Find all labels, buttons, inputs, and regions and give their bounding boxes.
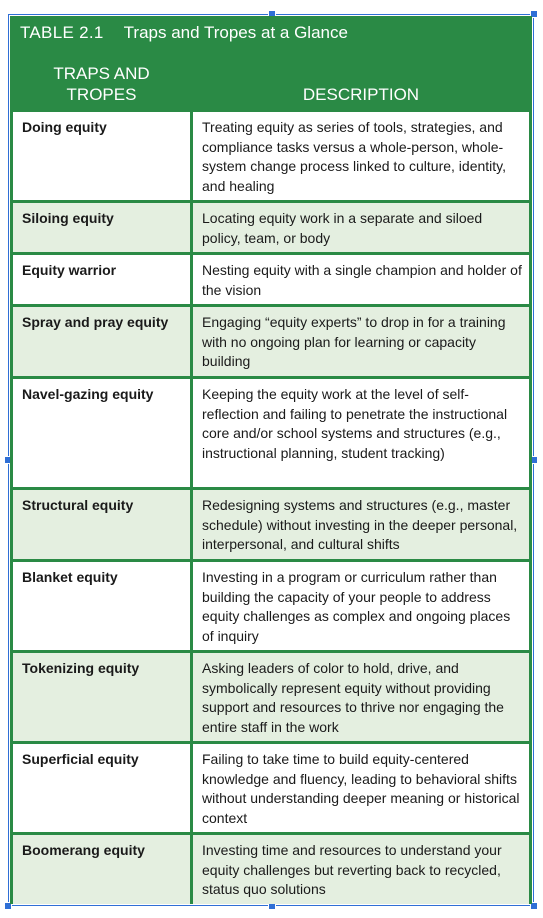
trap-name: Doing equity	[13, 112, 190, 200]
column-header-traps-line2: TROPES	[66, 85, 137, 104]
table-header-row: TRAPS AND TROPES DESCRIPTION	[13, 53, 529, 109]
trap-description: Failing to take time to build equity-cen…	[193, 744, 529, 832]
trap-description: Keeping the equity work at the level of …	[193, 379, 529, 487]
trap-description: Investing time and resources to understa…	[193, 835, 529, 904]
table-row: Doing equity Treating equity as series o…	[13, 112, 529, 200]
column-header-description: DESCRIPTION	[193, 53, 529, 109]
table-number: TABLE 2.1	[20, 23, 104, 42]
table-row: Tokenizing equity Asking leaders of colo…	[13, 653, 529, 741]
trap-name: Tokenizing equity	[13, 653, 190, 741]
trap-description: Asking leaders of color to hold, drive, …	[193, 653, 529, 741]
trap-name: Siloing equity	[13, 203, 190, 252]
resize-handle-bottom-left[interactable]	[4, 902, 12, 910]
table-row: Siloing equity Locating equity work in a…	[13, 203, 529, 252]
column-header-traps: TRAPS AND TROPES	[13, 53, 190, 109]
resize-handle-top-right[interactable]	[530, 10, 538, 18]
table-title-bar: TABLE 2.1 Traps and Tropes at a Glance	[10, 16, 532, 50]
trap-name: Equity warrior	[13, 255, 190, 304]
trap-name: Structural equity	[13, 490, 190, 559]
table-row: Structural equity Redesigning systems an…	[13, 490, 529, 559]
resize-handle-bottom-right[interactable]	[530, 902, 538, 910]
table-row: Navel-gazing equity Keeping the equity w…	[13, 379, 529, 487]
trap-name: Navel-gazing equity	[13, 379, 190, 487]
trap-name: Spray and pray equity	[13, 307, 190, 376]
trap-description: Engaging “equity experts” to drop in for…	[193, 307, 529, 376]
table-row: Blanket equity Investing in a program or…	[13, 562, 529, 650]
trap-description: Investing in a program or curriculum rat…	[193, 562, 529, 650]
trap-description: Nesting equity with a single champion an…	[193, 255, 529, 304]
table-row: Spray and pray equity Engaging “equity e…	[13, 307, 529, 376]
table-title: Traps and Tropes at a Glance	[123, 23, 348, 42]
column-header-traps-line1: TRAPS AND	[53, 64, 150, 83]
trap-name: Boomerang equity	[13, 835, 190, 904]
trap-description: Redesigning systems and structures (e.g.…	[193, 490, 529, 559]
trap-name: Blanket equity	[13, 562, 190, 650]
trap-description: Locating equity work in a separate and s…	[193, 203, 529, 252]
trap-name: Superficial equity	[13, 744, 190, 832]
trap-description: Treating equity as series of tools, stra…	[193, 112, 529, 200]
equity-traps-table: TABLE 2.1 Traps and Tropes at a Glance T…	[10, 16, 532, 904]
table-row: Superficial equity Failing to take time …	[13, 744, 529, 832]
table-grid: TRAPS AND TROPES DESCRIPTION Doing equit…	[13, 53, 529, 907]
table-row: Boomerang equity Investing time and reso…	[13, 835, 529, 904]
table-row: Equity warrior Nesting equity with a sin…	[13, 255, 529, 304]
